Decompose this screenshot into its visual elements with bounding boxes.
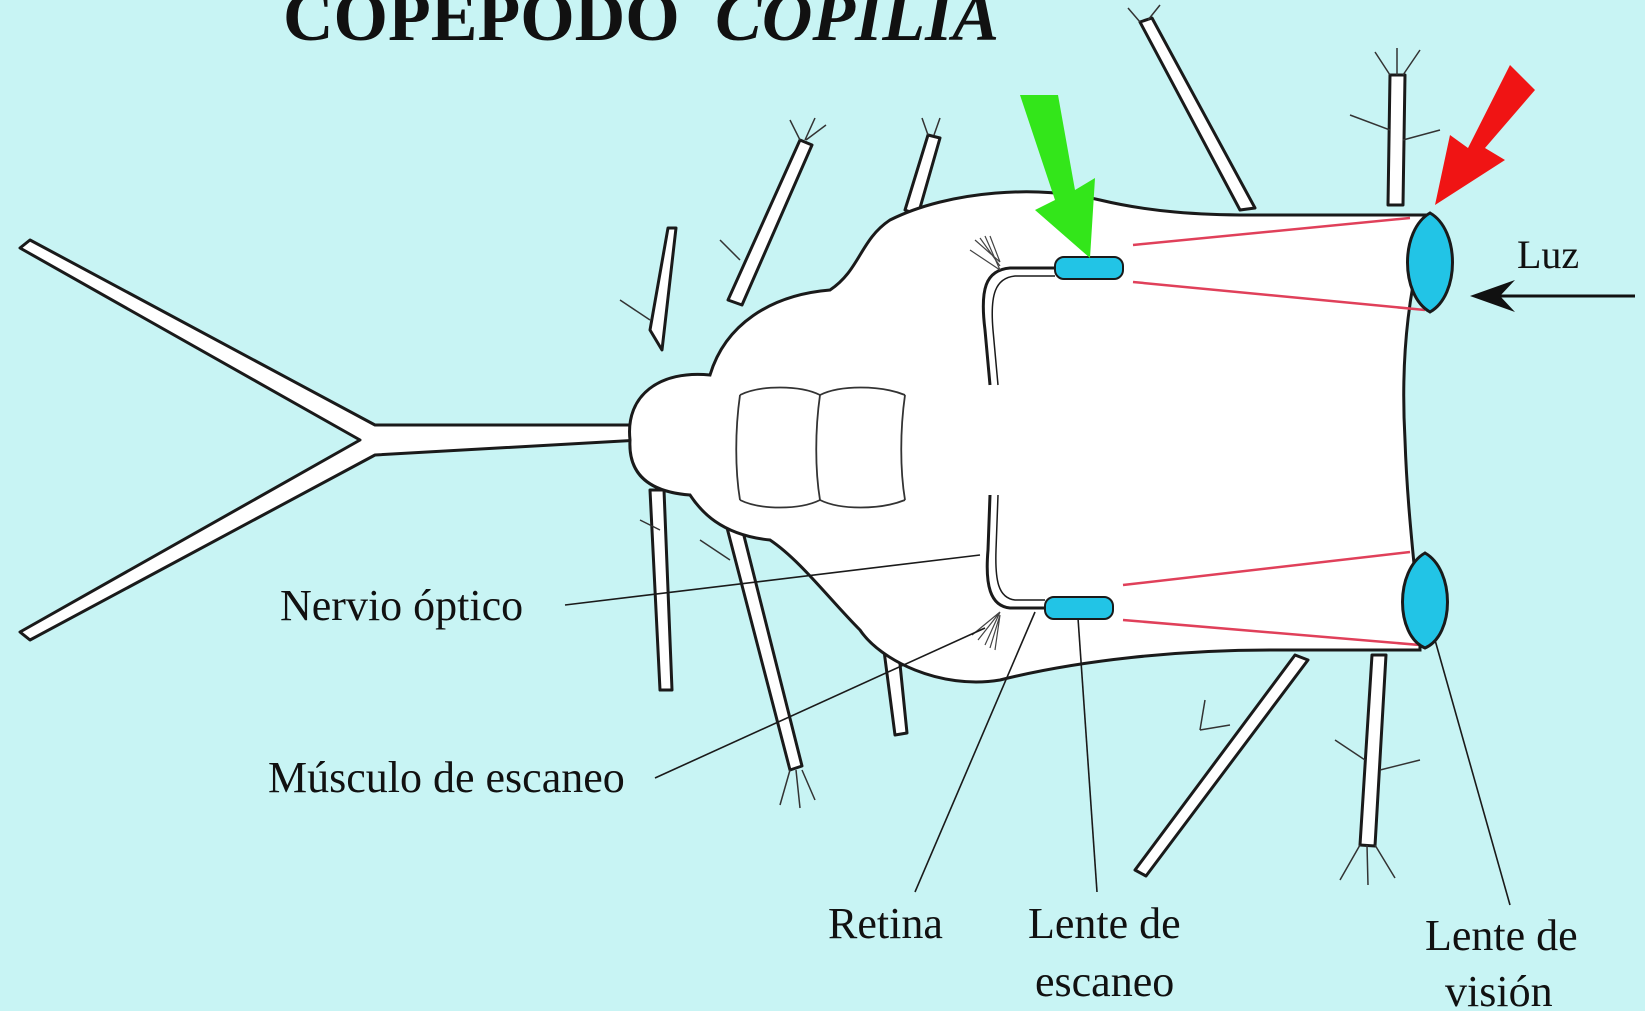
vision-lens-upper	[1408, 213, 1453, 312]
title-main: COPEPODO	[283, 0, 680, 56]
scanning-lens-lower	[1045, 597, 1113, 619]
arrow-down-left-icon	[1435, 65, 1535, 205]
label-scanning-lens-line1: Lente de	[1028, 899, 1181, 948]
arrow-left-icon	[1470, 280, 1635, 312]
label-light: Luz	[1517, 232, 1579, 277]
appendage-upper-4	[1140, 18, 1255, 210]
label-scanning-lens-line2: escaneo	[1035, 957, 1174, 1006]
label-vision-lens-line1: Lente de	[1425, 911, 1578, 960]
appendage-upper-1	[650, 228, 676, 350]
title-genus: COPILIA	[715, 0, 999, 56]
diagram-title: COPEPODO COPILIA	[283, 0, 999, 56]
label-vision-lens-line2: visión	[1445, 967, 1553, 1011]
appendage-lower-4	[1135, 655, 1308, 876]
appendage-upper-2	[728, 140, 812, 305]
label-optic-nerve: Nervio óptico	[280, 581, 523, 630]
label-scanning-muscle: Músculo de escaneo	[268, 753, 625, 802]
tail-furca	[20, 240, 640, 640]
leader-vision-lens	[1435, 640, 1510, 905]
appendage-lower-5	[1360, 655, 1386, 846]
label-retina: Retina	[828, 899, 943, 948]
scanning-lens-upper	[1055, 257, 1123, 279]
appendage-upper-5	[1388, 75, 1405, 205]
leader-scanning-muscle	[655, 628, 985, 778]
appendage-lower-1	[650, 490, 672, 690]
